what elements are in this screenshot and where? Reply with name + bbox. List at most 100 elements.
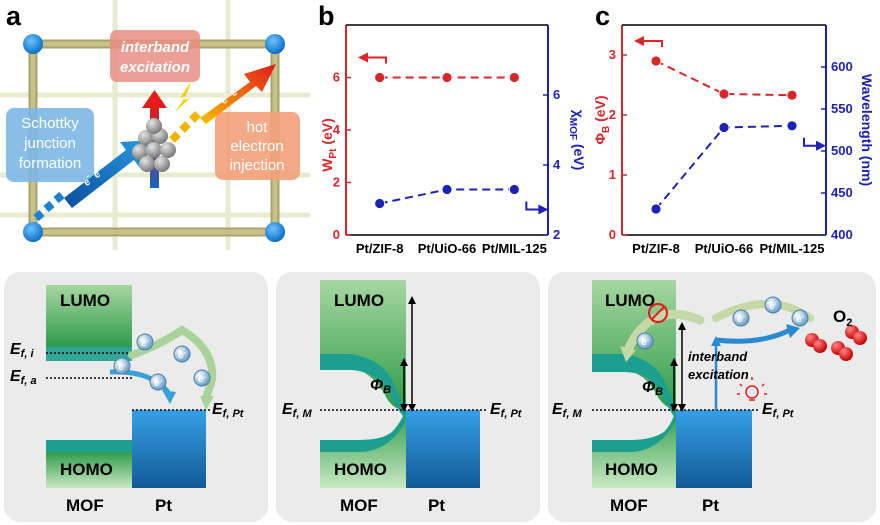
electron-f1: e- xyxy=(641,337,650,348)
tick-label-left: 4 xyxy=(333,122,341,137)
electron-d5: e- xyxy=(154,378,163,389)
framework-node xyxy=(23,34,43,54)
electron-f3: e- xyxy=(769,301,778,312)
electron-d1: e- xyxy=(141,338,150,349)
pt-label-d: Pt xyxy=(155,496,172,515)
electron-label: e-e- xyxy=(79,163,105,189)
category-label: Pt/MIL-125 xyxy=(759,241,824,256)
forbidden-icon xyxy=(648,303,668,323)
axis-hint-right xyxy=(803,137,818,147)
mof-label-e: MOF xyxy=(340,496,378,515)
axis-hint-right-head xyxy=(538,204,549,215)
bubble-right-line1: hot xyxy=(247,119,269,136)
series-line-right xyxy=(655,124,793,210)
category-label: Pt/UiO-66 xyxy=(695,241,754,256)
ef-i-label: Ef, i xyxy=(10,341,34,360)
pt-block xyxy=(132,410,206,488)
tick-label-right: 2 xyxy=(553,227,560,242)
panel-e-diagram: LUMO HOMO ΦB Ef, M Ef, Pt MOF Pt xyxy=(282,280,523,515)
electron-label-hot: e-e- xyxy=(216,81,242,107)
homo-label-f: HOMO xyxy=(605,460,658,479)
tick-label-left: 2 xyxy=(609,107,616,122)
hot-electron-arrow: e-e- xyxy=(169,64,276,143)
axis-hint-left-head xyxy=(358,52,368,63)
bubble-top-line1: interband xyxy=(121,39,190,56)
electron-f2: e- xyxy=(737,314,746,325)
pt-label-f: Pt xyxy=(702,496,719,515)
pt-cluster xyxy=(132,118,176,172)
bubble-hot-electron xyxy=(215,112,300,180)
lumo-label: LUMO xyxy=(60,291,110,310)
data-point-right xyxy=(650,203,662,215)
category-label: Pt/ZIF-8 xyxy=(632,241,680,256)
framework-node xyxy=(265,222,285,242)
interband-arrow-head xyxy=(142,90,167,108)
tick-label-left: 3 xyxy=(609,47,616,62)
schottky-arrow: e-e- xyxy=(33,140,152,222)
lumo-label-f: LUMO xyxy=(605,291,655,310)
tick-label-left: 6 xyxy=(333,70,340,85)
phi-b-label-e: ΦB xyxy=(370,377,391,396)
tick-label-left: 0 xyxy=(333,227,340,242)
data-point-right xyxy=(441,184,453,195)
category-label: Pt/UiO-66 xyxy=(418,241,477,256)
o2-label: O2 xyxy=(833,307,852,329)
bubble-schottky xyxy=(6,108,94,182)
lumo-label-e: LUMO xyxy=(334,291,384,310)
tick-label-right: 550 xyxy=(831,101,853,116)
bubble-interband-excitation xyxy=(110,30,200,82)
homo-band xyxy=(46,452,132,488)
bubble-top-line2: excitation xyxy=(120,59,190,76)
electron-f4: e- xyxy=(796,314,805,325)
data-point-right xyxy=(718,122,730,133)
phi-b-label-f: ΦB xyxy=(642,379,663,398)
axis-hint-left xyxy=(366,56,387,64)
pt-block-f xyxy=(676,410,752,488)
data-point-right xyxy=(374,198,386,209)
tick-label-left: 0 xyxy=(609,227,616,242)
panel-label-c: c xyxy=(595,1,610,31)
chart-b-ylabel-left: WPt (eV) xyxy=(319,118,339,172)
series-line-left xyxy=(655,60,793,97)
data-point-left xyxy=(650,55,662,67)
tick-label-right: 600 xyxy=(831,59,853,74)
data-point-left xyxy=(786,89,798,101)
framework-node xyxy=(23,222,43,242)
electron-d2: e- xyxy=(178,350,187,361)
panel-d-diagram: LUMO Ef, i Ef, a HOMO Ef, Pt e- e- e- e-… xyxy=(10,285,245,515)
tick-label-right: 4 xyxy=(553,157,561,172)
mof-label-d: MOF xyxy=(66,496,104,515)
panel-label-b: b xyxy=(318,1,335,31)
axis-hint-right xyxy=(525,201,541,211)
bubble-left-line2: junction xyxy=(23,135,76,152)
bubble-right-line3: injection xyxy=(229,157,284,174)
axis-hint-left-head xyxy=(634,36,644,46)
framework-node xyxy=(265,34,285,54)
pt-label-e: Pt xyxy=(428,496,445,515)
panel-f-diagram: LUMO HOMO e- e- e- e- O2 interband excit… xyxy=(552,280,867,515)
data-point-left xyxy=(508,72,520,83)
homo-label-e: HOMO xyxy=(334,460,387,479)
interband-label-f: interband xyxy=(688,349,748,364)
data-point-left xyxy=(374,72,386,83)
axis-hint-left xyxy=(642,40,663,47)
chart-b-ylabel-right: χMOF (eV) xyxy=(567,110,587,171)
ef-pt-label-e: Ef, Pt xyxy=(490,401,523,420)
light-bulb-icon xyxy=(737,377,767,401)
category-label: Pt/MIL-125 xyxy=(482,241,547,256)
ef-pt-label: Ef, Pt xyxy=(212,401,245,420)
pt-block-e xyxy=(406,410,480,488)
bubble-left-line3: formation xyxy=(19,155,82,172)
tick-label-left: 2 xyxy=(333,175,340,190)
tick-label-right: 500 xyxy=(831,143,853,158)
electron-d3: e- xyxy=(198,374,207,385)
electron-d4: e- xyxy=(118,362,127,373)
tick-label-right: 450 xyxy=(831,185,853,200)
data-point-left xyxy=(441,72,453,83)
axis-hint-right-head xyxy=(816,140,826,151)
lumo-band xyxy=(46,285,132,347)
chart-c-ylabel-left: ΦB (eV) xyxy=(592,95,612,144)
category-label: Pt/ZIF-8 xyxy=(356,241,404,256)
